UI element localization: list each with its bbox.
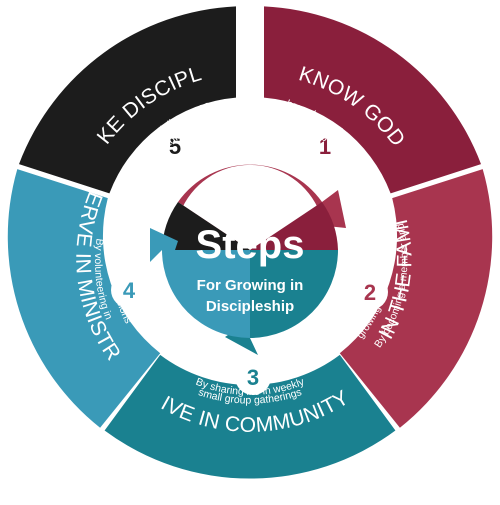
hub-arrow-top (178, 164, 346, 250)
step-badge-4: 4 (111, 272, 147, 308)
hub-arrow-left (150, 228, 250, 338)
step-number-3: 3 (247, 365, 259, 390)
step-number-2: 2 (364, 280, 376, 305)
step-badge-5: 5 (157, 128, 193, 164)
step-badge-3: 3 (235, 359, 271, 395)
hub-ring-left (162, 202, 250, 250)
center-hub: Next Steps For Growing in Discipleship (124, 124, 376, 376)
step-badge-1: 1 (307, 128, 343, 164)
hub-subtitle-line2: Discipleship (206, 298, 294, 315)
step-number-1: 1 (319, 134, 331, 159)
segment-live-in-community (104, 354, 396, 479)
segment-serve-in-ministry (7, 169, 161, 428)
hub-ring-right (250, 202, 338, 250)
step-number-5: 5 (169, 134, 181, 159)
segment-know-god (264, 6, 481, 194)
hub-title-line2: Steps (196, 223, 305, 267)
hub-title-line1: Next (207, 177, 294, 221)
step-number-4: 4 (123, 278, 136, 303)
hub-subtitle-line1: For Growing in (197, 277, 304, 294)
hub-arrow-bottom (225, 250, 338, 355)
step-badge-2: 2 (352, 274, 388, 310)
segment-join-the-family (339, 169, 493, 428)
segment-make-disciples (19, 6, 236, 194)
